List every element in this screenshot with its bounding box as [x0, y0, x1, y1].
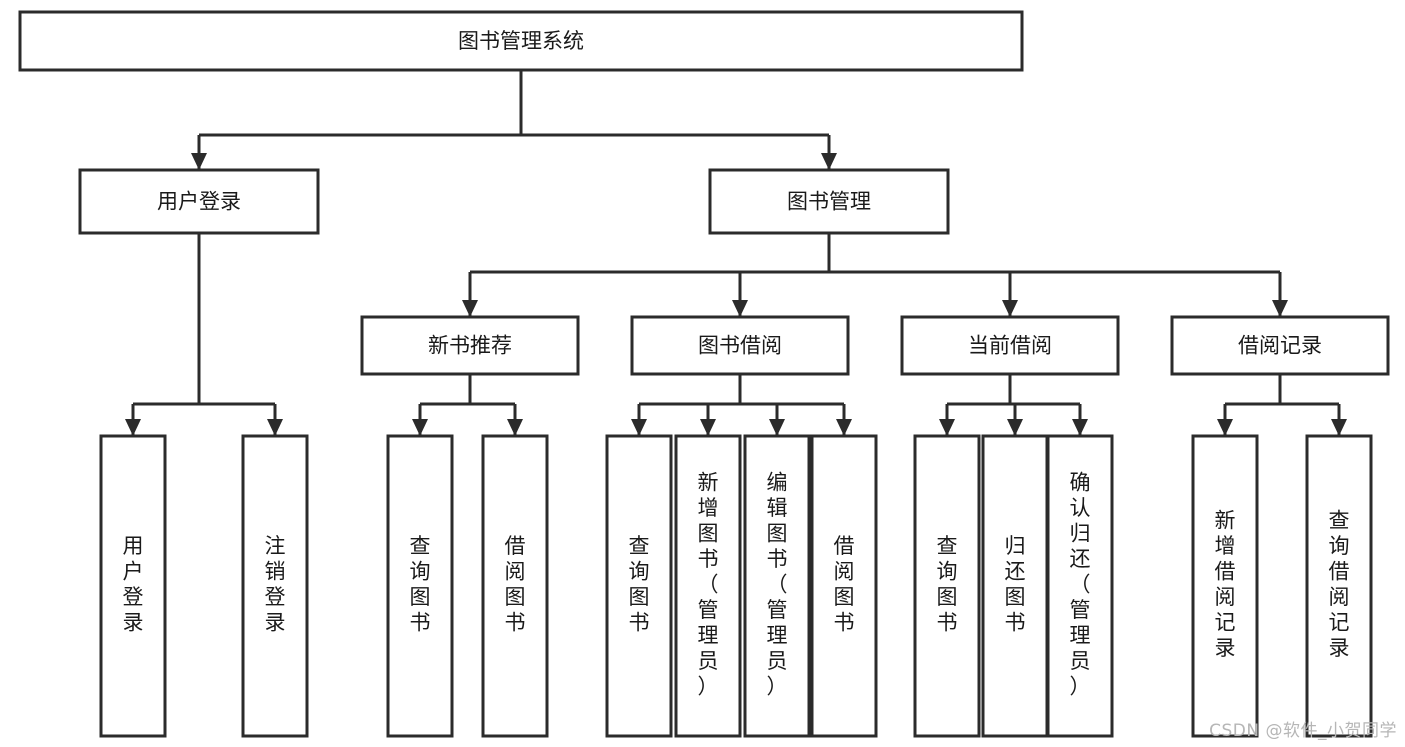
arrowhead-bookmgmt-0: [462, 300, 478, 317]
arrowhead-bookmgmt-3: [1272, 300, 1288, 317]
node-box-leaf-borrow-book-2: [810, 434, 878, 738]
node-leaf-borrow-book-1[interactable]: 借阅图书: [481, 434, 549, 738]
watermark-text: CSDN @软件_小贺同学: [1209, 721, 1397, 741]
arrowhead-root-0: [191, 153, 207, 170]
node-label-leaf-borrow-book-2: 借阅图书: [834, 534, 855, 635]
node-box-leaf-borrow-book-1: [481, 434, 549, 738]
arrowhead-borrowrec-0: [1217, 419, 1233, 436]
node-leaf-query-book-2[interactable]: 查询图书: [605, 434, 673, 738]
node-label-user-login: 用户登录: [157, 190, 241, 214]
arrowhead-curborrow-1: [1007, 419, 1023, 436]
node-leaf-borrow-book-2[interactable]: 借阅图书: [810, 434, 878, 738]
node-label-leaf-query-book-1: 查询图书: [410, 534, 431, 635]
arrowhead-bookborrow-1: [700, 419, 716, 436]
node-box-leaf-user-logout: [241, 434, 309, 738]
node-layer: 图书管理系统用户登录图书管理新书推荐图书借阅当前借阅借阅记录用户登录注销登录查询…: [18, 10, 1390, 738]
node-box-leaf-add-record: [1191, 434, 1259, 738]
node-box-leaf-query-book-1: [386, 434, 454, 738]
node-root[interactable]: 图书管理系统: [18, 10, 1024, 72]
node-box-user-login: [78, 168, 320, 235]
node-label-leaf-add-book: 新增图书（管理员）: [698, 470, 719, 698]
node-label-current-borrow: 当前借阅: [968, 334, 1052, 358]
arrowhead-bookborrow-3: [836, 419, 852, 436]
arrowhead-newbook-0: [412, 419, 428, 436]
node-borrow-record[interactable]: 借阅记录: [1170, 315, 1390, 376]
arrowhead-curborrow-0: [939, 419, 955, 436]
node-current-borrow[interactable]: 当前借阅: [900, 315, 1120, 376]
node-box-current-borrow: [900, 315, 1120, 376]
node-label-leaf-confirm-return: 确认归还（管理员）: [1070, 470, 1091, 698]
node-box-leaf-confirm-return: [1046, 434, 1114, 738]
connector-layer: [125, 70, 1347, 436]
node-box-borrow-record: [1170, 315, 1390, 376]
node-leaf-query-record[interactable]: 查询借阅记录: [1305, 434, 1373, 738]
arrowhead-borrowrec-1: [1331, 419, 1347, 436]
node-label-leaf-user-login: 用户登录: [123, 534, 144, 635]
node-leaf-add-record[interactable]: 新增借阅记录: [1191, 434, 1259, 738]
arrowhead-bookmgmt-1: [732, 300, 748, 317]
node-leaf-confirm-return[interactable]: 确认归还（管理员）: [1046, 434, 1114, 738]
arrowhead-bookmgmt-2: [1002, 300, 1018, 317]
node-book-borrow[interactable]: 图书借阅: [630, 315, 850, 376]
node-book-management[interactable]: 图书管理: [708, 168, 950, 235]
node-box-leaf-add-book: [674, 434, 742, 738]
arrowhead-bookborrow-2: [769, 419, 785, 436]
node-new-book-recommend[interactable]: 新书推荐: [360, 315, 580, 376]
node-box-leaf-query-record: [1305, 434, 1373, 738]
arrowhead-curborrow-2: [1072, 419, 1088, 436]
node-leaf-query-book-1[interactable]: 查询图书: [386, 434, 454, 738]
node-label-new-book-recommend: 新书推荐: [428, 334, 512, 358]
node-box-leaf-query-book-3: [913, 434, 981, 738]
node-label-leaf-query-record: 查询借阅记录: [1329, 509, 1350, 661]
node-leaf-user-login[interactable]: 用户登录: [99, 434, 167, 738]
node-box-leaf-edit-book: [743, 434, 811, 738]
node-label-book-management: 图书管理: [787, 190, 871, 214]
node-box-leaf-user-login: [99, 434, 167, 738]
node-box-leaf-return-book: [981, 434, 1049, 738]
node-label-leaf-query-book-3: 查询图书: [937, 534, 958, 635]
node-label-leaf-add-record: 新增借阅记录: [1215, 509, 1236, 661]
node-leaf-add-book[interactable]: 新增图书（管理员）: [674, 434, 742, 738]
arrowhead-root-1: [821, 153, 837, 170]
node-leaf-return-book[interactable]: 归还图书: [981, 434, 1049, 738]
node-label-leaf-edit-book: 编辑图书（管理员）: [767, 470, 788, 698]
node-box-root: [18, 10, 1024, 72]
node-box-leaf-query-book-2: [605, 434, 673, 738]
node-leaf-edit-book[interactable]: 编辑图书（管理员）: [743, 434, 811, 738]
node-label-leaf-user-logout: 注销登录: [265, 534, 286, 635]
node-label-leaf-return-book: 归还图书: [1005, 534, 1026, 635]
node-leaf-query-book-3[interactable]: 查询图书: [913, 434, 981, 738]
node-box-book-management: [708, 168, 950, 235]
arrowhead-userlogin-1: [267, 419, 283, 436]
node-label-leaf-borrow-book-1: 借阅图书: [505, 534, 526, 635]
node-box-new-book-recommend: [360, 315, 580, 376]
node-label-book-borrow: 图书借阅: [698, 334, 782, 358]
arrowhead-newbook-1: [507, 419, 523, 436]
arrowhead-userlogin-0: [125, 419, 141, 436]
node-label-leaf-query-book-2: 查询图书: [629, 534, 650, 635]
node-label-root: 图书管理系统: [458, 29, 584, 53]
node-leaf-user-logout[interactable]: 注销登录: [241, 434, 309, 738]
node-label-borrow-record: 借阅记录: [1238, 334, 1322, 358]
node-box-book-borrow: [630, 315, 850, 376]
arrowhead-bookborrow-0: [631, 419, 647, 436]
node-user-login[interactable]: 用户登录: [78, 168, 320, 235]
